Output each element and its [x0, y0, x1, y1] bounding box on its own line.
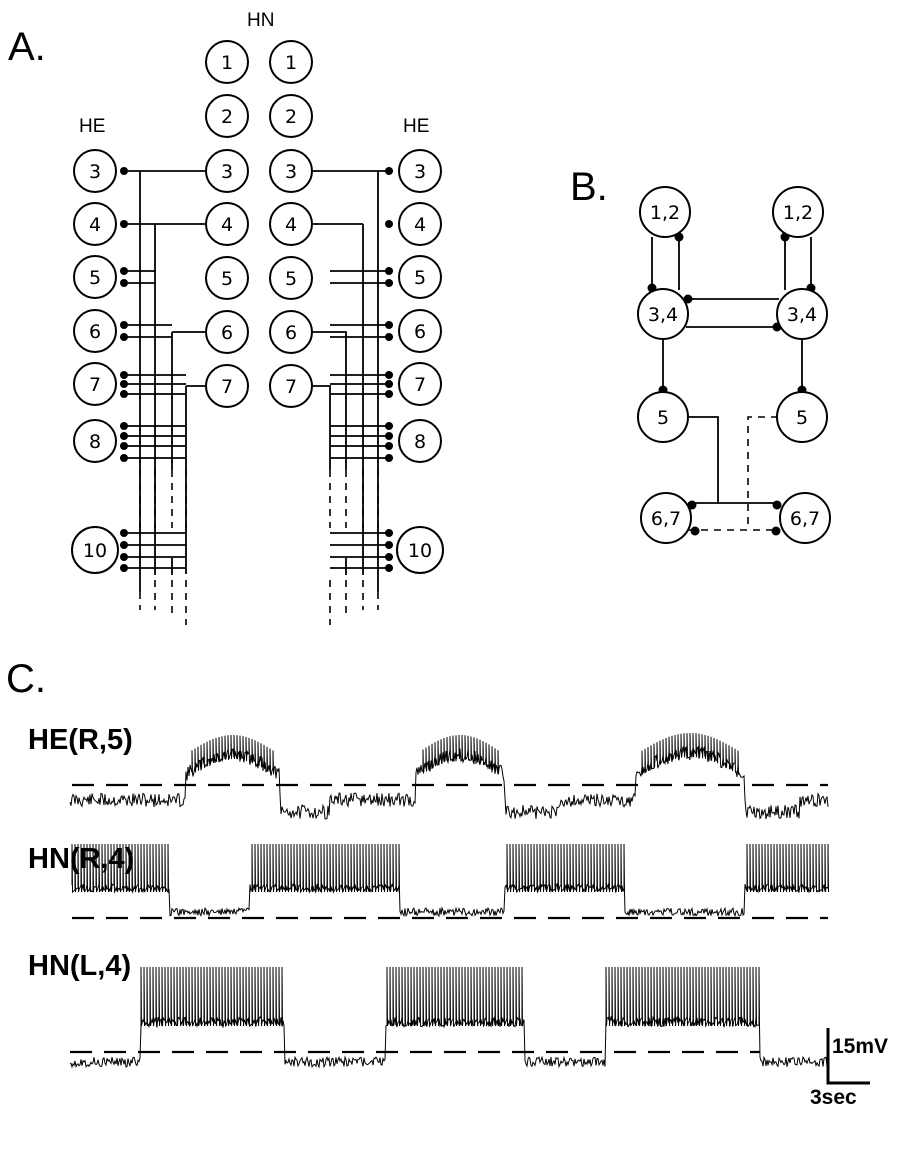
hn-right-2: 2	[269, 94, 313, 138]
svg-text:6,7: 6,7	[651, 508, 681, 530]
svg-text:1,2: 1,2	[650, 202, 680, 224]
trace-hn-r4	[71, 843, 829, 918]
panel-a: A. HN HE HE	[8, 10, 444, 625]
svg-text:5: 5	[414, 267, 426, 289]
svg-text:3,4: 3,4	[648, 304, 678, 326]
panel-a-connections	[120, 167, 393, 625]
svg-text:7: 7	[285, 376, 297, 398]
he-left-7: 7	[73, 362, 117, 406]
he-left-label: HE	[79, 116, 105, 137]
hn-right-5: 5	[269, 256, 313, 300]
hn-right-7: 7	[269, 364, 313, 408]
svg-text:1: 1	[221, 52, 233, 74]
panel-c: C. HE(R,5) HN(R,4) HN(L,4) 15mV 3sec	[6, 657, 888, 1109]
panel-c-label: C.	[6, 657, 46, 701]
hn-right-6: 6	[269, 310, 313, 354]
trace-label-he-r5: HE(R,5)	[28, 724, 133, 756]
panel-b-connections	[647, 232, 816, 536]
trace-label-hn-l4: HN(L,4)	[28, 950, 131, 982]
hn-left-1: 1	[205, 40, 249, 84]
svg-text:3,4: 3,4	[787, 304, 817, 326]
he-right-8: 8	[398, 419, 442, 463]
svg-text:8: 8	[89, 431, 101, 453]
svg-text:5: 5	[89, 267, 101, 289]
hn-right-3: 3	[269, 149, 313, 193]
hn-label: HN	[247, 10, 274, 31]
b-node-5-right: 5	[776, 391, 828, 443]
hn-left-2: 2	[205, 94, 249, 138]
hn-left-4: 4	[205, 202, 249, 246]
trace-he-r5	[69, 732, 829, 820]
svg-text:3: 3	[285, 161, 297, 183]
panel-b-label: B.	[570, 165, 608, 209]
svg-text:2: 2	[285, 106, 297, 128]
svg-text:7: 7	[89, 374, 101, 396]
hn-right-4: 4	[269, 202, 313, 246]
hn-left-6: 6	[205, 310, 249, 354]
b-node-34-right: 3,4	[776, 288, 828, 340]
svg-text:4: 4	[89, 214, 101, 236]
svg-text:6: 6	[414, 321, 426, 343]
b-node-12-right: 1,2	[772, 186, 824, 238]
svg-text:4: 4	[285, 214, 297, 236]
svg-text:6: 6	[89, 321, 101, 343]
scale-bar: 15mV 3sec	[810, 1028, 888, 1109]
b-node-67-left: 6,7	[640, 492, 692, 544]
svg-text:1,2: 1,2	[783, 202, 813, 224]
he-right-5: 5	[398, 255, 442, 299]
b-node-34-left: 3,4	[637, 288, 689, 340]
svg-text:2: 2	[221, 106, 233, 128]
svg-text:3: 3	[221, 161, 233, 183]
he-right-label: HE	[403, 116, 429, 137]
svg-text:8: 8	[414, 431, 426, 453]
he-right-10: 10	[396, 526, 444, 574]
svg-text:10: 10	[408, 540, 432, 562]
panel-b: B. 1,2 1,2 3,4 3,4 5 5 6,7 6,7	[570, 165, 831, 544]
svg-text:1: 1	[285, 52, 297, 74]
svg-text:5: 5	[285, 268, 297, 290]
svg-text:3: 3	[414, 161, 426, 183]
svg-text:6: 6	[285, 322, 297, 344]
b-node-67-right: 6,7	[779, 492, 831, 544]
svg-text:6: 6	[221, 322, 233, 344]
he-left-8: 8	[73, 419, 117, 463]
svg-text:10: 10	[83, 540, 107, 562]
svg-text:3: 3	[89, 161, 101, 183]
he-right-4: 4	[398, 202, 442, 246]
svg-text:6,7: 6,7	[790, 508, 820, 530]
he-left-10: 10	[71, 526, 119, 574]
he-right-7: 7	[398, 362, 442, 406]
hn-left-5: 5	[205, 256, 249, 300]
b-node-12-left: 1,2	[639, 186, 691, 238]
svg-text:7: 7	[414, 374, 426, 396]
b-node-5-left: 5	[637, 391, 689, 443]
hn-right-1: 1	[269, 40, 313, 84]
svg-text:4: 4	[221, 214, 233, 236]
he-left-6: 6	[73, 309, 117, 353]
he-right-3: 3	[398, 149, 442, 193]
svg-text:5: 5	[796, 407, 808, 429]
he-right-6: 6	[398, 309, 442, 353]
trace-hn-l4	[69, 966, 829, 1069]
scale-time: 3sec	[810, 1086, 857, 1109]
hn-left-7: 7	[205, 364, 249, 408]
svg-text:5: 5	[221, 268, 233, 290]
he-left-5: 5	[73, 255, 117, 299]
he-left-3: 3	[73, 149, 117, 193]
scale-voltage: 15mV	[832, 1035, 888, 1058]
svg-text:4: 4	[414, 214, 426, 236]
he-left-4: 4	[73, 202, 117, 246]
panel-a-label: A.	[8, 25, 46, 69]
hn-left-3: 3	[205, 149, 249, 193]
svg-text:5: 5	[657, 407, 669, 429]
svg-text:7: 7	[221, 376, 233, 398]
